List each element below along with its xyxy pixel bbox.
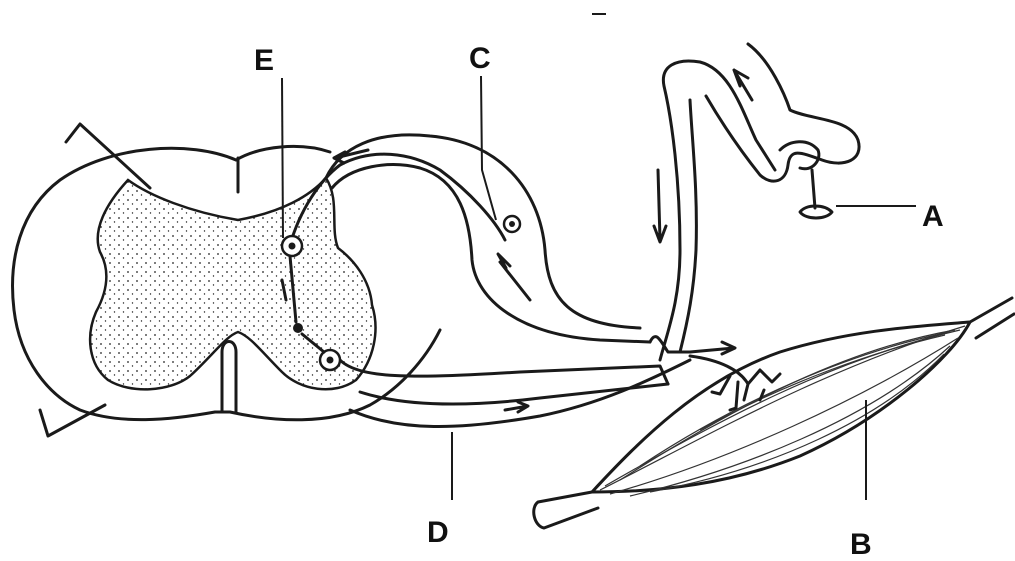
ventral-root-left xyxy=(40,405,105,436)
muscle-tendon-right xyxy=(970,298,1014,338)
label-b: B xyxy=(850,530,872,560)
motor-end-plates xyxy=(690,356,780,410)
interneuron-cell-mid xyxy=(293,323,303,333)
efferent-arrow xyxy=(690,342,735,354)
muscle-body xyxy=(592,322,970,492)
receptor-a xyxy=(800,170,832,218)
sensory-nerve-to-skin xyxy=(660,61,775,360)
label-c: C xyxy=(469,44,491,74)
motor-arrow-d xyxy=(505,402,528,412)
skin-outline xyxy=(706,44,859,181)
leader-c xyxy=(481,76,496,220)
motor-nerve-lower xyxy=(360,384,668,404)
afferent-arrow-down xyxy=(654,170,666,242)
sensory-nerve-to-skin-inner xyxy=(680,100,696,352)
label-d: D xyxy=(427,518,449,548)
sensory-direction-arrow xyxy=(498,254,530,300)
anterior-median-fissure xyxy=(222,342,236,413)
label-e: E xyxy=(254,46,274,76)
leader-e xyxy=(282,78,283,238)
sensory-nerve-inner xyxy=(332,165,650,342)
motor-nerve-upper xyxy=(340,360,668,384)
sensory-nerve-outer xyxy=(326,135,640,328)
muscle-tendon-left xyxy=(534,492,598,528)
motor-nerve-bottom xyxy=(350,360,690,427)
label-a: A xyxy=(922,202,944,232)
